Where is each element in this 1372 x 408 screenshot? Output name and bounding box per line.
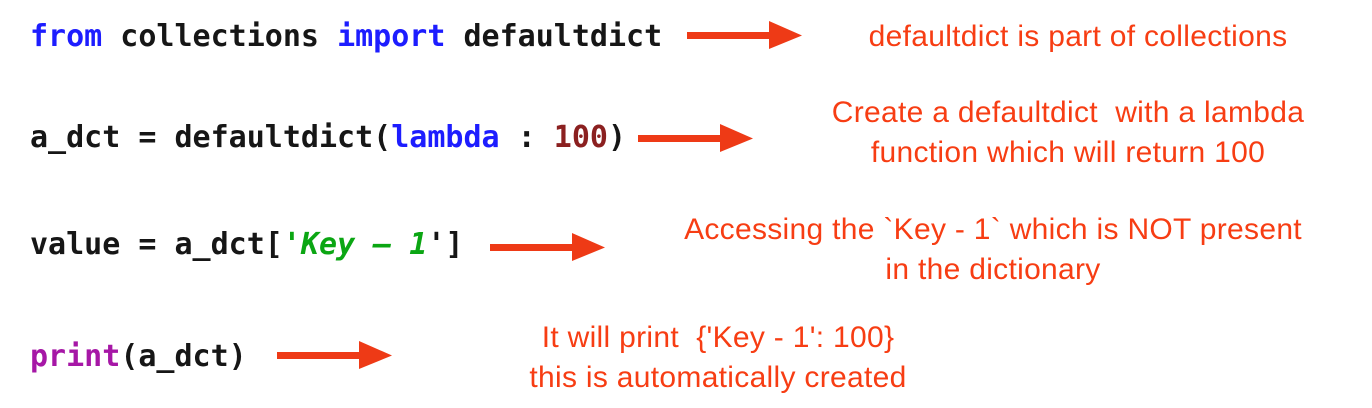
- annotation-line: this is automatically created: [529, 361, 907, 394]
- annotation-text: defaultdict is part of collections: [795, 17, 1361, 57]
- code-token: 'Key – 1: [282, 227, 428, 262]
- code-token: (a_dct): [120, 339, 247, 374]
- code-line-create-defaultdict: a_dct = defaultdict(lambda : 100): [30, 119, 626, 157]
- arrow-icon: [490, 232, 605, 262]
- annotation-line: function which will return 100: [870, 136, 1266, 169]
- code-token: lambda: [391, 120, 500, 155]
- code-token: :: [499, 120, 554, 155]
- code-token: collections: [102, 19, 338, 54]
- code-token: import: [337, 19, 446, 54]
- arrow-icon: [687, 20, 802, 50]
- annotation-text: Create a defaultdict with a lambda funct…: [782, 93, 1354, 173]
- code-token: a_dct = defaultdict(: [30, 120, 392, 155]
- annotation-line: Accessing the `Key - 1` which is NOT pre…: [684, 213, 1302, 246]
- code-line-print: print(a_dct): [30, 338, 247, 376]
- code-token: ']: [427, 227, 464, 262]
- arrow-icon: [638, 123, 753, 153]
- code-token: ): [607, 120, 627, 155]
- code-token: from: [30, 19, 103, 54]
- code-token: 100: [553, 120, 608, 155]
- annotation-line: in the dictionary: [885, 253, 1101, 286]
- annotation-line: Create a defaultdict with a lambda: [831, 96, 1305, 129]
- code-token: print: [30, 339, 121, 374]
- code-line-key-access: value = a_dct['Key – 1']: [30, 226, 464, 264]
- arrow-icon: [277, 340, 392, 370]
- annotation-line: It will print {'Key - 1': 100}: [541, 321, 895, 354]
- code-line-import: from collections import defaultdict: [30, 18, 662, 56]
- code-token: defaultdict: [445, 19, 663, 54]
- code-token: value = a_dct[: [30, 227, 283, 262]
- annotation-text: Accessing the `Key - 1` which is NOT pre…: [632, 210, 1354, 290]
- annotation-line: defaultdict is part of collections: [868, 20, 1288, 53]
- annotation-text: It will print {'Key - 1': 100} this is a…: [440, 318, 996, 398]
